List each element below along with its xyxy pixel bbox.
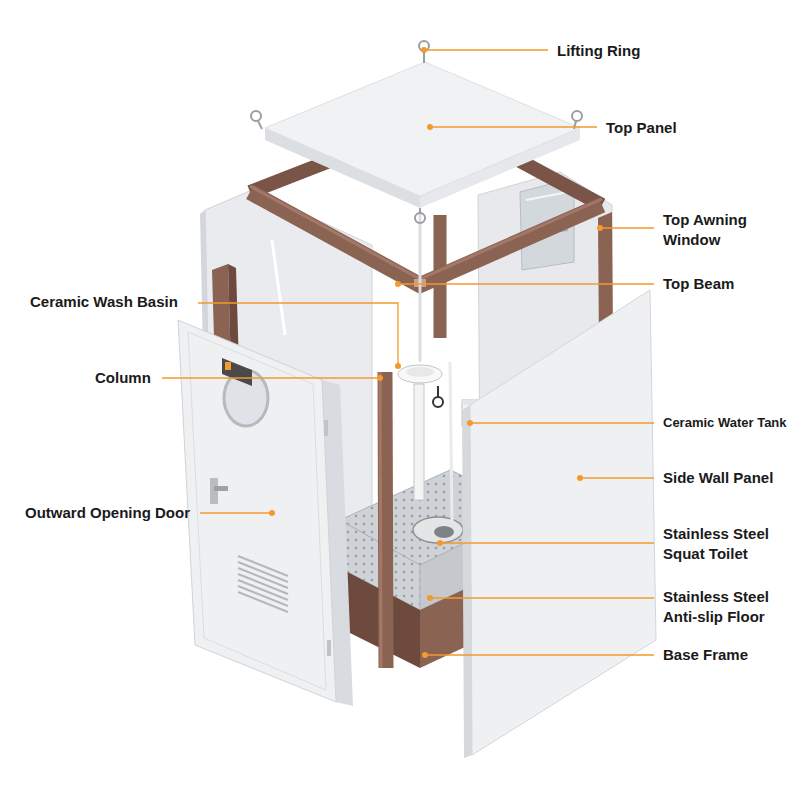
pipes-part: [414, 384, 424, 500]
lifting-rings-part: [419, 208, 421, 213]
lifting-rings-part: [258, 121, 262, 129]
lifting-rings-part: [572, 111, 582, 121]
outward-opening-door-part: [324, 420, 328, 436]
side-wall-panel: [462, 290, 656, 758]
pipes-part: [433, 397, 443, 407]
side-wall-panel-part: [470, 290, 656, 755]
part-label: Stainless Steel Anti-slip Floor: [663, 587, 791, 626]
leader-lines-part: [398, 283, 654, 284]
leader-lines-part: [430, 126, 597, 127]
leader-lines-part: [162, 377, 378, 378]
part-label: Base Frame: [663, 645, 748, 665]
leader-lines-part: [424, 49, 548, 50]
top-beam-part: [250, 192, 602, 285]
wash-basin-part: [406, 367, 434, 377]
leader-lines-part: [200, 512, 270, 513]
leader-dots-part: [395, 281, 401, 287]
leader-lines-part: [580, 477, 654, 478]
leader-dots-part: [427, 595, 433, 601]
front-column: [380, 372, 386, 668]
leader-dots-part: [377, 375, 383, 381]
pipes-part: [419, 212, 422, 362]
squat-toilet-part: [413, 517, 463, 543]
lifting-rings-part: [574, 121, 576, 129]
leader-dots-part: [421, 47, 427, 53]
leader-dots-part: [597, 225, 603, 231]
pipes-part: [450, 362, 452, 522]
part-label: Top Beam: [663, 274, 734, 294]
part-label: Ceramic Wash Basin: [30, 292, 178, 312]
squat-toilet: [413, 517, 463, 543]
leader-dots-part: [427, 124, 433, 130]
leader-dots-part: [437, 540, 443, 546]
lifting-rings: [251, 41, 582, 223]
leader-lines-part: [430, 597, 654, 598]
part-label: Ceramic Water Tank: [663, 415, 787, 432]
leader-dots-part: [422, 652, 428, 658]
base-frame: [340, 568, 480, 668]
part-label: Top Awning Window: [663, 210, 791, 249]
outward-opening-door-part: [222, 358, 252, 386]
outward-opening-door-part: [327, 640, 331, 656]
leader-lines-part: [425, 654, 654, 655]
part-label: Side Wall Panel: [663, 468, 773, 488]
top-panel-part: [265, 62, 580, 196]
part-label: Lifting Ring: [557, 41, 640, 61]
pipes-part: [437, 386, 439, 397]
outward-opening-door-part: [214, 486, 228, 491]
part-label: Outward Opening Door: [25, 503, 190, 523]
lifting-rings-part: [251, 111, 261, 121]
top-panel: [265, 62, 580, 208]
back-right-panel-part: [526, 192, 568, 200]
outward-opening-door-part: [225, 362, 231, 370]
leader-lines-part: [198, 303, 398, 366]
outward-opening-door-part: [238, 556, 288, 612]
part-label: Stainless Steel Squat Toilet: [663, 524, 791, 563]
leader-dots-part: [467, 420, 473, 426]
back-left-panel-part: [272, 240, 285, 335]
squat-toilet-part: [434, 526, 454, 538]
part-label: Column: [95, 368, 151, 388]
front-column-part: [380, 372, 381, 668]
leader-lines-part: [440, 542, 654, 543]
outward-opening-door-part: [188, 332, 326, 690]
leader-lines-part: [600, 227, 654, 228]
leader-dots-part: [395, 363, 401, 369]
outward-opening-door-part: [178, 320, 336, 702]
lifting-rings-part: [415, 213, 425, 223]
outward-opening-door-part-part: [238, 592, 288, 612]
leader-lines-part: [470, 422, 654, 423]
front-column-part: [385, 372, 386, 668]
part-label: Top Panel: [606, 118, 677, 138]
wash-basin: [398, 365, 442, 383]
leader-dots-part: [269, 510, 275, 516]
leader-lines: [162, 50, 654, 655]
leader-dots-part: [577, 475, 583, 481]
leader-dots: [269, 47, 603, 658]
wash-basin-part: [398, 365, 442, 383]
